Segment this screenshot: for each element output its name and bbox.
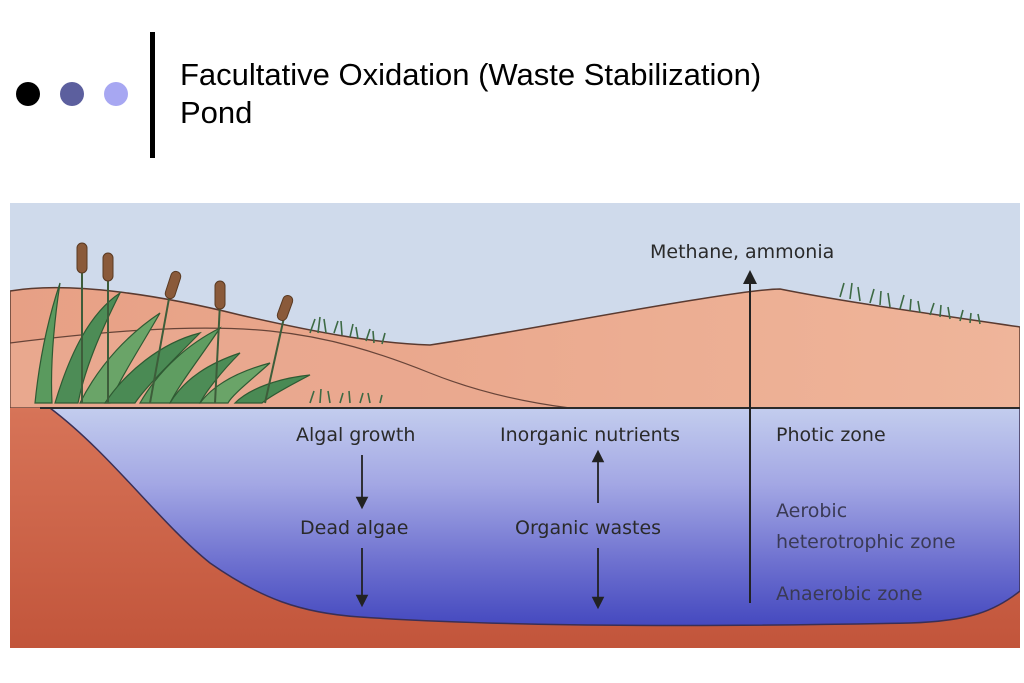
bullet-dot-slate xyxy=(60,82,84,106)
pond-diagram: Methane, ammonia Algal growth Dead algae… xyxy=(10,203,1020,648)
label-inorganic-nutrients: Inorganic nutrients xyxy=(500,424,680,446)
grass-tufts xyxy=(309,282,981,404)
title-divider xyxy=(150,32,155,158)
label-organic-wastes: Organic wastes xyxy=(515,517,661,539)
slide-title: Facultative Oxidation (Waste Stabilizati… xyxy=(180,56,980,132)
cattail-reeds xyxy=(34,263,311,404)
slide-title-line1: Facultative Oxidation (Waste Stabilizati… xyxy=(180,57,762,92)
pond-water xyxy=(47,407,1020,627)
label-methane-ammonia: Methane, ammonia xyxy=(650,241,834,263)
label-algal-growth: Algal growth xyxy=(296,424,415,446)
label-aerobic-line1: Aerobic xyxy=(776,500,847,522)
bullet-dot-black xyxy=(16,82,40,106)
title-bullets xyxy=(16,82,136,106)
pond-diagram-svg: Methane, ammonia Algal growth Dead algae… xyxy=(10,203,1020,648)
slide-title-line2: Pond xyxy=(180,95,253,130)
label-aerobic-line2: heterotrophic zone xyxy=(776,531,956,553)
label-anaerobic-zone: Anaerobic zone xyxy=(776,583,923,605)
label-photic-zone: Photic zone xyxy=(776,424,886,446)
cattail-heads xyxy=(76,242,294,322)
bullet-dot-lavender xyxy=(104,82,128,106)
label-dead-algae: Dead algae xyxy=(300,517,408,539)
